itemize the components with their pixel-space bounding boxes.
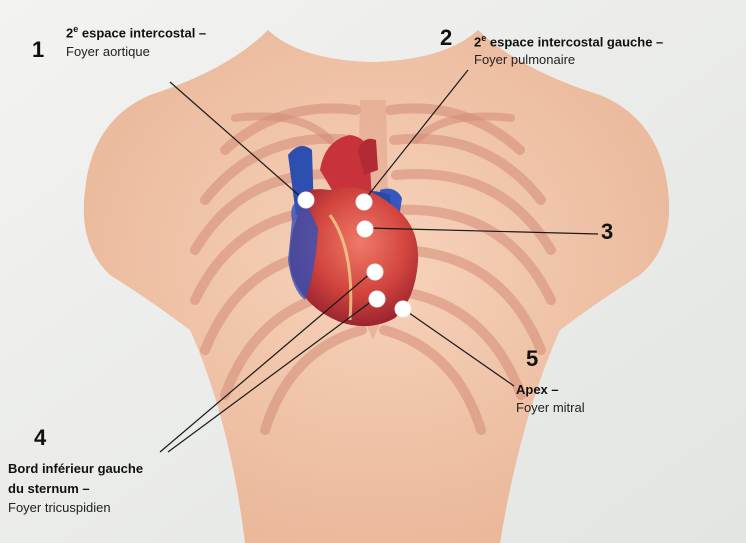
label-1-number: 1	[32, 37, 45, 62]
label-5-title: Apex –	[516, 382, 559, 397]
label-1-title: 2e espace intercostal –	[66, 24, 206, 42]
label-4-subtitle: Foyer tricuspidien	[8, 500, 111, 515]
label-2-title-sup: e	[481, 33, 487, 43]
label-1-title-sup: e	[73, 24, 79, 34]
label-2-title: 2e espace intercostal gauche –	[474, 33, 663, 51]
label-2-number: 2	[440, 25, 453, 50]
label-4-title-line1: Bord inférieur gauche	[8, 461, 144, 476]
label-4-title-line2: du sternum –	[8, 481, 90, 496]
label-2-title-text: espace intercostal gauche –	[486, 34, 664, 50]
heart-sulcus	[328, 214, 353, 321]
label-1-title-ordinal: 2	[66, 25, 74, 41]
label-3-number: 3	[601, 219, 614, 244]
label-2-subtitle: Foyer pulmonaire	[474, 52, 576, 67]
leader-lines	[159, 69, 599, 453]
marker-tricuspid-upper	[366, 263, 384, 281]
right-atrium	[288, 200, 318, 300]
label-5-subtitle: Foyer mitral	[516, 400, 585, 415]
label-2-title-ordinal: 2	[474, 34, 482, 50]
marker-tricuspid-lower	[368, 290, 386, 308]
marker-erb	[356, 220, 374, 238]
auscultation-points	[297, 191, 412, 318]
marker-aortic	[297, 191, 315, 209]
heart	[289, 187, 419, 327]
label-1-title-text: espace intercostal –	[78, 25, 207, 41]
marker-pulmonary	[355, 193, 373, 211]
label-1-subtitle: Foyer aortique	[66, 44, 150, 59]
label-5-number: 5	[526, 346, 539, 371]
label-4-number: 4	[34, 425, 47, 450]
marker-mitral	[394, 300, 412, 318]
